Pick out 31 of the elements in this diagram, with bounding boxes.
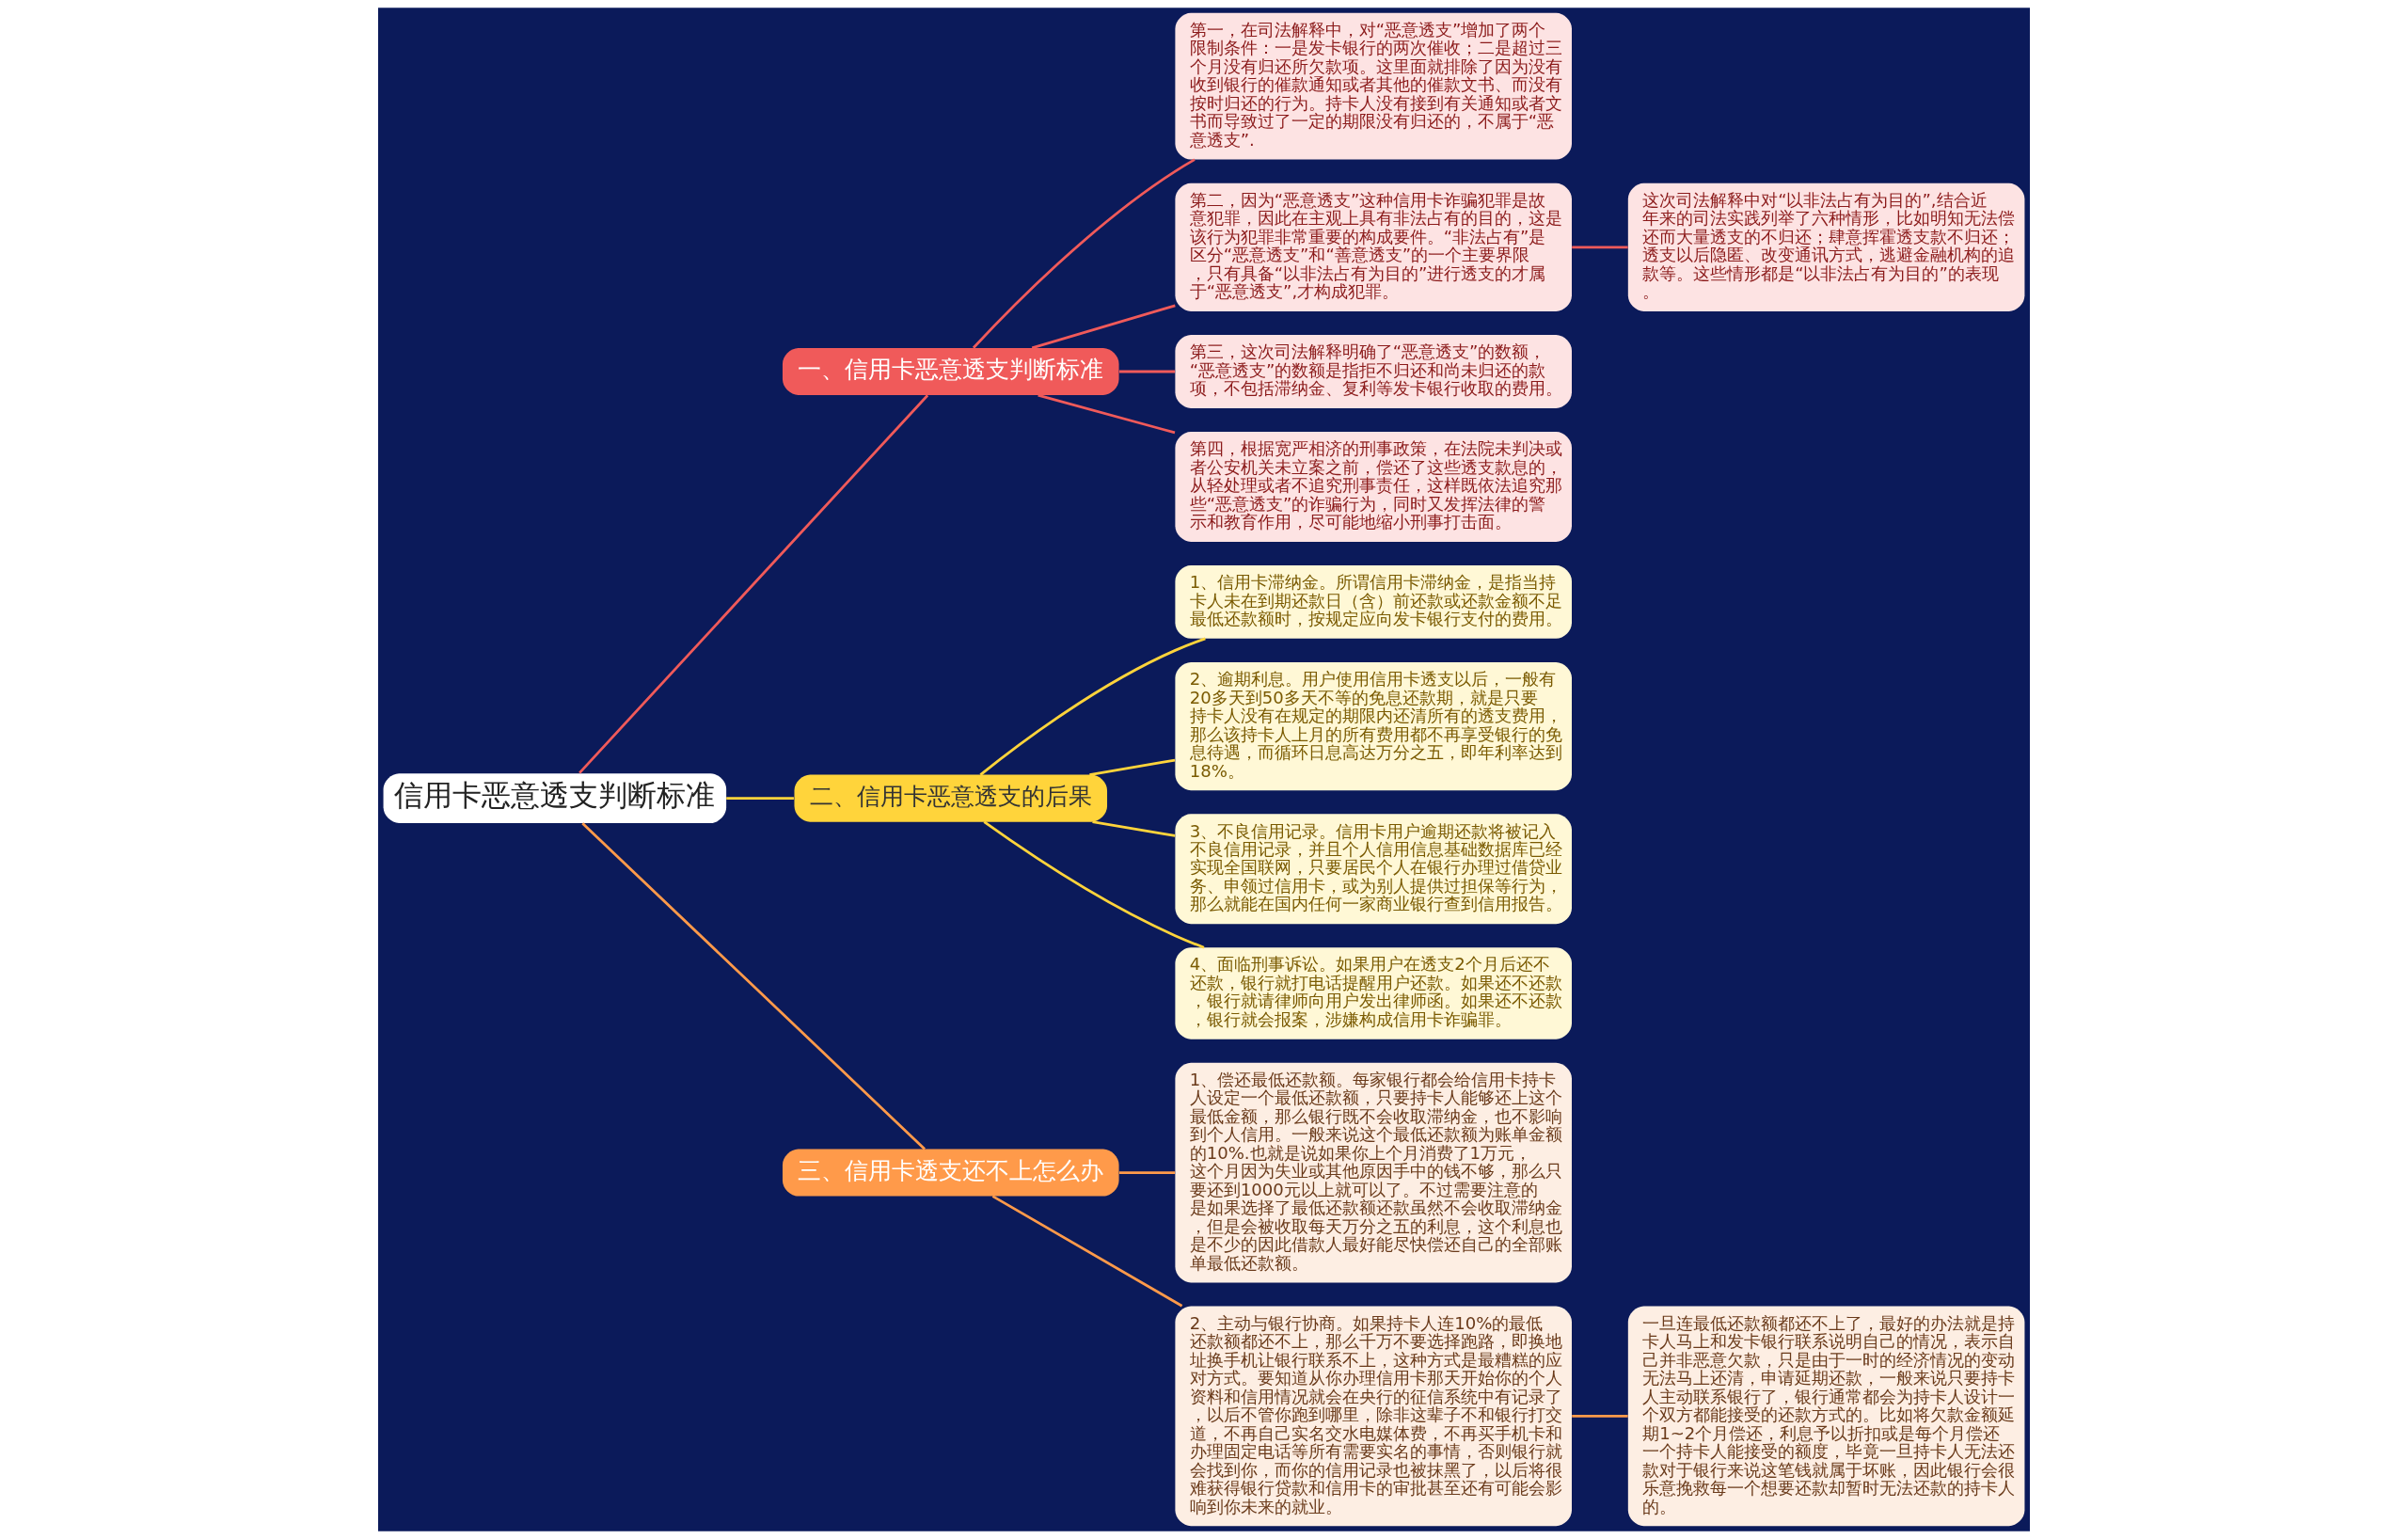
node-box: 3、不良信用记录。信用卡用户逾期还款将被记入不良信用记录，并且个人信用信息基础数据库已经实现全国联网，只要居民个人在银行办理过借贷业务、申领过信用卡，或为别人提供过担保等行为，那么就能在国内任何一家商业银行查到信用报告。: [1175, 814, 1572, 925]
connector: [1118, 370, 1176, 373]
connector: [1089, 758, 1176, 776]
node-box: 信用卡恶意透支判断标准: [383, 773, 727, 824]
connector: [972, 158, 1196, 349]
connector: [1031, 304, 1176, 350]
connector: [983, 820, 1205, 949]
connector: [581, 822, 926, 1150]
connector: [578, 394, 929, 774]
node-box: 4、面临刑事诉讼。如果用户在透支2个月后还不还款，银行就打电话提醒用户还款。如果还不还款，银行就请律师向用户发出律师函。如果还不还款，银行就会报案，涉嫌构成信用卡诈骗罪。: [1175, 947, 1572, 1039]
node-box: 2、逾期利息。用户使用信用卡透支以后，一般有20多天到50多天不等的免息还款期，就是只要持卡人没有在规定的期限内还清所有的透支费用，那么该持卡人上月的所有费用都不再享受银行的免息待遇，而循环日息高达万分之五，即年利率达到18%。: [1175, 661, 1572, 791]
node-box: 1、信用卡滞纳金。所谓信用卡滞纳金，是指当持卡人未在到期还款日（含）前还款或还款金额不足最低还款额时，按规定应向发卡银行支付的费用。: [1175, 564, 1572, 639]
connector: [1038, 393, 1176, 435]
connector: [991, 1195, 1183, 1308]
node-box: 二、信用卡恶意透支的后果: [794, 774, 1108, 822]
node-box: 第二，因为“恶意透支”这种信用卡诈骗犯罪是故意犯罪，因此在主观上具有非法占有的目的，这是该行为犯罪非常重要的构成要件。“非法占有”是区分“恶意透支”和“善意透支”的一个主要界限，只有具备“以非法占有为目的”进行透支的才属于“恶意透支”,才构成犯罪。: [1175, 182, 1572, 311]
connector: [1092, 820, 1176, 837]
connector: [726, 797, 794, 800]
connector: [1572, 246, 1628, 249]
node-box: 第三，这次司法解释明确了“恶意透支”的数额，“恶意透支”的数额是指拒不归还和尚未归还的款项，不包括滞纳金、复利等发卡银行收取的费用。: [1175, 335, 1572, 408]
node-box: 一旦连最低还款额都还不上了，最好的办法就是持卡人马上和发卡银行联系说明自己的情况，表示自己并非恶意欠款，只是由于一时的经济情况的变动无法马上还清，申请延期还款，一般来说只要持卡人主动联系银行了，银行通常都会为持卡人设计一个双方都能接受的还款方式的。比如将欠款金额延期1~2个月偿还，利息予以折扣或是每个月偿还一个持卡人能接受的额度，毕竟一旦持卡人无法还款对于银行来说这笔钱就属于坏账，因此银行会很乐意挽救每一个想要还款却暂时无法还款的持卡人的。: [1627, 1306, 2025, 1527]
node-box: 这次司法解释中对“以非法占有为目的”,结合近年来的司法实践列举了六种情形，比如明知无法偿还而大量透支的不归还；肆意挥霍透支款不归还；透支以后隐匿、改变通讯方式，逃避金融机构的追款等。这些情形都是“以非法占有为目的”的表现。: [1627, 182, 2025, 311]
node-box: 第四，根据宽严相济的刑事政策，在法院未判决或者公安机关未立案之前，偿还了这些透支款息的，从轻处理或者不追究刑事责任，这样既依法追究那些“恶意透支”的诈骗行为，同时又发挥法律的警示和教育作用，尽可能地缩小刑事打击面。: [1175, 432, 1572, 542]
connector: [979, 637, 1206, 776]
node-box: 第一，在司法解释中，对“恶意透支”增加了两个限制条件：一是发卡银行的两次催收；二是超过三个月没有归还所欠款项。这里面就排除了因为没有收到银行的催款通知或者其他的催款文书、而没有按时归还的行为。持卡人没有接到有关通知或者文书而导致过了一定的期限没有归还的，不属于“恶意透支”.: [1175, 12, 1572, 160]
connector: [1572, 1414, 1628, 1418]
node-box: 2、主动与银行协商。如果持卡人连10%的最低还款额都还不上，那么千万不要选择跑路，即换地址换手机让银行联系不上，这种方式是最糟糕的应对方式。要知道从你办理信用卡那天开始你的个人资料和信用情况就会在央行的征信系统中有记录了，以后不管你跑到哪里，除非这辈子不和银行打交道，不再自己实名交水电媒体费，不再买手机卡和办理固定电话等所有需要实名的事情，否则银行就会找到你，而你的信用记录也被抹黑了，以后将很难获得银行贷款和信用卡的审批甚至还有可能会影响到你未来的就业。: [1175, 1306, 1572, 1527]
connector: [1118, 1171, 1176, 1174]
node-box: 1、偿还最低还款额。每家银行都会给信用卡持卡人设定一个最低还款额，只要持卡人能够还上这个最低金额，那么银行既不会收取滞纳金，也不影响到个人信用。一般来说这个最低还款额为账单金额的10%.也就是说如果你上个月消费了1万元，这个月因为失业或其他原因手中的钱不够，那么只要还到1000元以上就可以了。不过需要注意的是如果选择了最低还款额还款虽然不会收取滞纳金，但是会被收取每天万分之五的利息，这个利息也是不少的因此借款人最好能尽快偿还自己的全部账单最低还款额。: [1175, 1062, 1572, 1283]
node-box: 三、信用卡透支还不上怎么办: [782, 1149, 1119, 1197]
node-box: 一、信用卡恶意透支判断标准: [782, 347, 1119, 396]
